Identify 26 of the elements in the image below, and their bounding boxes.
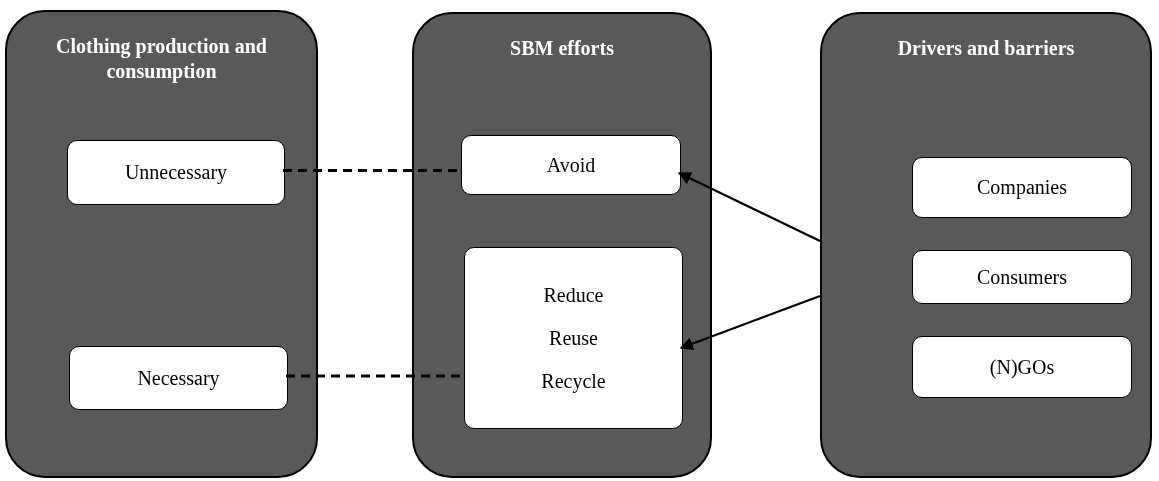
item-label: Necessary [137,366,220,390]
group-panel [820,12,1152,478]
item-box [464,247,683,429]
item-box [912,157,1132,218]
item-box [69,346,288,410]
item-label: Avoid [546,153,596,177]
arrow [679,294,821,350]
item-label: Reduce [543,283,604,307]
panel-heading: SBM efforts [509,36,615,61]
item-label: Reuse [549,326,598,350]
panel-heading: Drivers and barriers [896,36,1076,61]
dashed-connector [283,169,459,172]
item-box [912,250,1132,304]
item-label: Companies [977,176,1067,199]
item-box [67,140,285,205]
arrow [677,172,821,242]
item-label: Consumers [977,265,1067,289]
item-box [912,336,1132,398]
group-panel [5,10,318,478]
item-label: (N)GOs [989,355,1055,379]
item-label: Unnecessary [124,161,228,184]
item-box [461,135,681,195]
item-label: Recycle [541,369,606,393]
dashed-connector [286,374,462,378]
panel-heading: Clothing production and consumption [55,34,268,84]
group-panel [412,12,712,478]
